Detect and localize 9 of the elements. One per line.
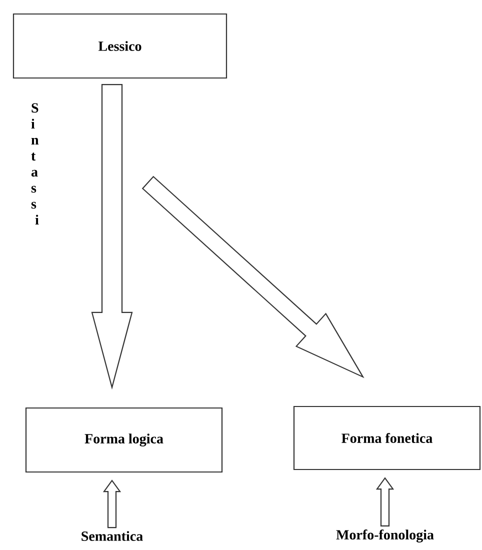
block-arrow [376, 477, 394, 527]
text-label: Morfo-fonologia [336, 530, 434, 542]
vertical-label: Sintassi [31, 103, 39, 224]
process-box: Forma logica [25, 407, 223, 473]
block-arrow [91, 84, 133, 390]
block-arrow [102, 480, 122, 528]
process-box: Lessico [12, 13, 228, 79]
text-label: Semantica [82, 531, 143, 541]
process-box: Forma fonetica [293, 406, 481, 470]
